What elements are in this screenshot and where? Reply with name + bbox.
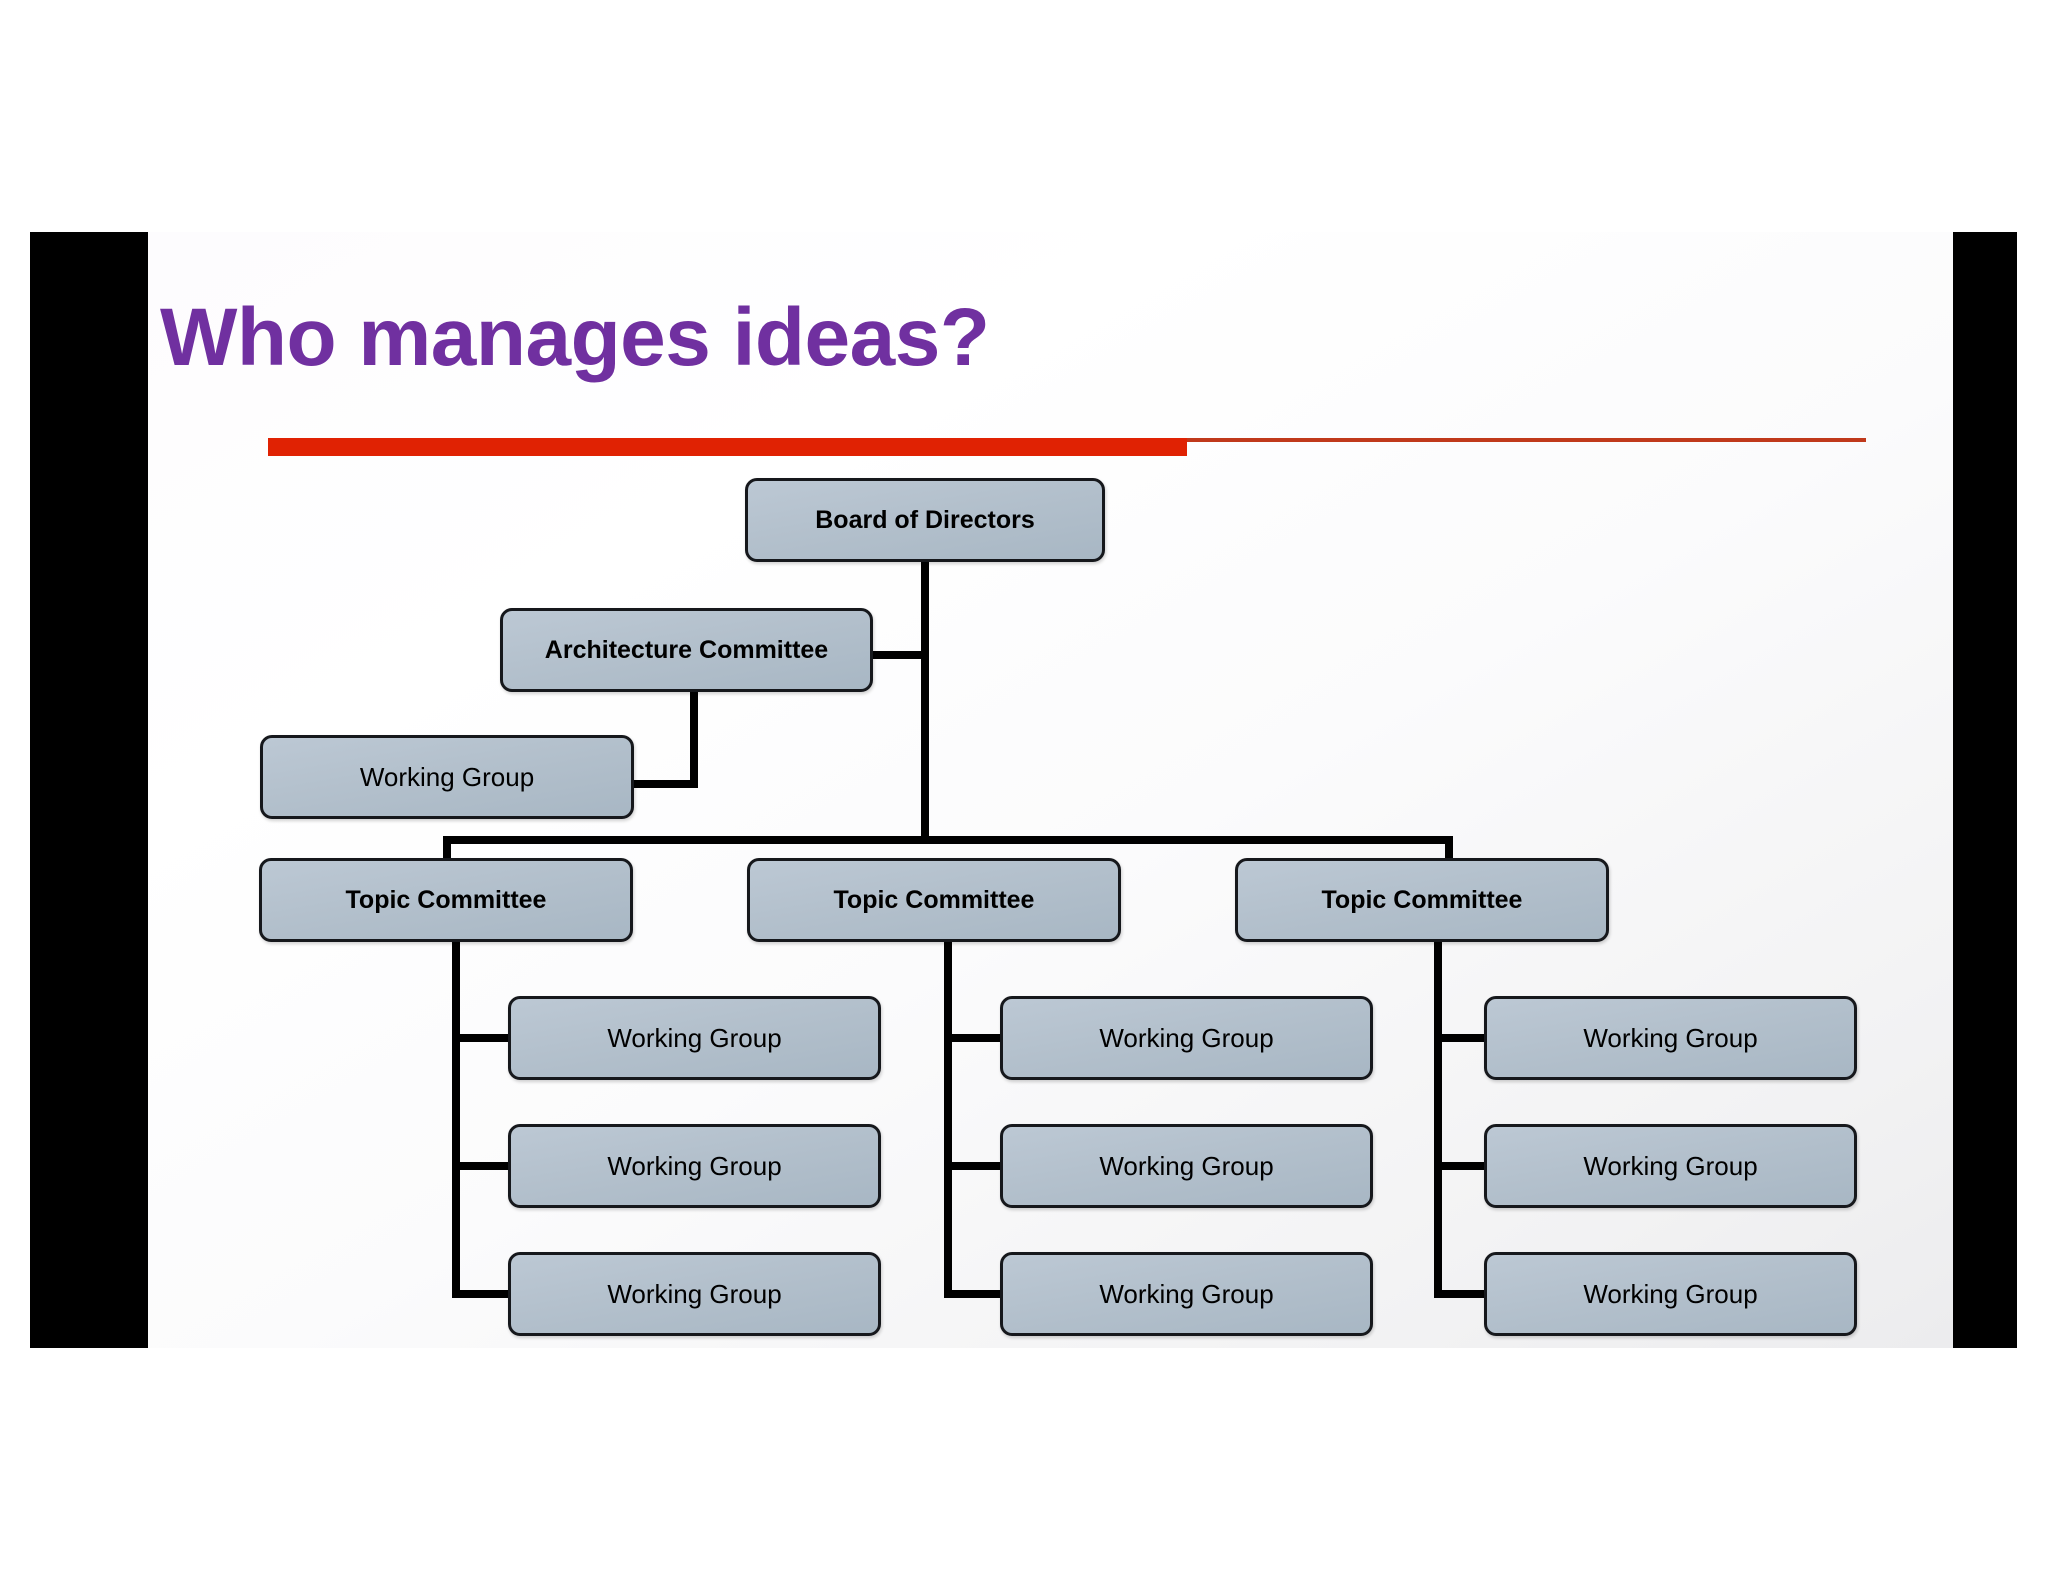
page-title: Who manages ideas?	[160, 292, 990, 383]
node-topic-committee-1[interactable]: Topic Committee	[259, 858, 633, 942]
node-label: Topic Committee	[1321, 885, 1523, 914]
connector-topic-3-stub-3	[1434, 1290, 1490, 1298]
connector-topic-1-stub-2	[452, 1162, 514, 1170]
node-architecture-working-group[interactable]: Working Group	[260, 735, 634, 819]
node-label: Working Group	[1099, 1278, 1274, 1309]
node-label: Working Group	[607, 1278, 782, 1309]
node-label: Working Group	[607, 1022, 782, 1053]
connector-board-trunk	[921, 562, 929, 840]
node-label: Working Group	[1583, 1150, 1758, 1181]
node-label: Architecture Committee	[544, 635, 829, 664]
left-frame-bar	[30, 232, 148, 1348]
connector-topic-1-stub-3	[452, 1290, 514, 1298]
title-accent-rule	[268, 438, 1187, 456]
node-topic-3-working-group-1[interactable]: Working Group	[1484, 996, 1857, 1080]
node-topic-2-working-group-3[interactable]: Working Group	[1000, 1252, 1373, 1336]
connector-topic-1-spine	[452, 940, 460, 1298]
right-frame-bar	[1953, 232, 2017, 1348]
node-label: Working Group	[1099, 1022, 1274, 1053]
connector-topic-1-riser	[443, 836, 451, 864]
connector-topic-2-stub-1	[944, 1034, 1006, 1042]
title-thin-rule	[1187, 438, 1866, 442]
connector-architecture-to-working-group	[634, 780, 696, 788]
connector-topic-2-spine	[944, 940, 952, 1298]
connector-topic-3-stub-1	[1434, 1034, 1490, 1042]
node-architecture-committee[interactable]: Architecture Committee	[500, 608, 873, 692]
connector-board-to-architecture	[873, 651, 925, 659]
connector-topic-2-stub-3	[944, 1290, 1006, 1298]
node-label: Working Group	[1583, 1022, 1758, 1053]
connector-topic-3-spine	[1434, 940, 1442, 1298]
node-label: Working Group	[359, 761, 535, 792]
node-topic-1-working-group-3[interactable]: Working Group	[508, 1252, 881, 1336]
node-label: Board of Directors	[815, 505, 1035, 534]
node-topic-3-working-group-3[interactable]: Working Group	[1484, 1252, 1857, 1336]
node-label: Topic Committee	[833, 885, 1035, 914]
connector-topic-3-stub-2	[1434, 1162, 1490, 1170]
node-topic-committee-2[interactable]: Topic Committee	[747, 858, 1121, 942]
node-topic-2-working-group-2[interactable]: Working Group	[1000, 1124, 1373, 1208]
connector-topic-1-stub-1	[452, 1034, 514, 1042]
node-label: Working Group	[1583, 1278, 1758, 1309]
node-label: Working Group	[1099, 1150, 1274, 1181]
node-board-of-directors[interactable]: Board of Directors	[745, 478, 1105, 562]
node-topic-1-working-group-2[interactable]: Working Group	[508, 1124, 881, 1208]
connector-topic-2-stub-2	[944, 1162, 1006, 1170]
node-label: Topic Committee	[345, 885, 547, 914]
node-topic-3-working-group-2[interactable]: Working Group	[1484, 1124, 1857, 1208]
connector-architecture-drop	[690, 685, 698, 788]
connector-topic-3-riser	[1445, 836, 1453, 864]
node-label: Working Group	[607, 1150, 782, 1181]
node-topic-1-working-group-1[interactable]: Working Group	[508, 996, 881, 1080]
node-topic-committee-3[interactable]: Topic Committee	[1235, 858, 1609, 942]
node-topic-2-working-group-1[interactable]: Working Group	[1000, 996, 1373, 1080]
connector-topic-bus	[443, 836, 1453, 844]
